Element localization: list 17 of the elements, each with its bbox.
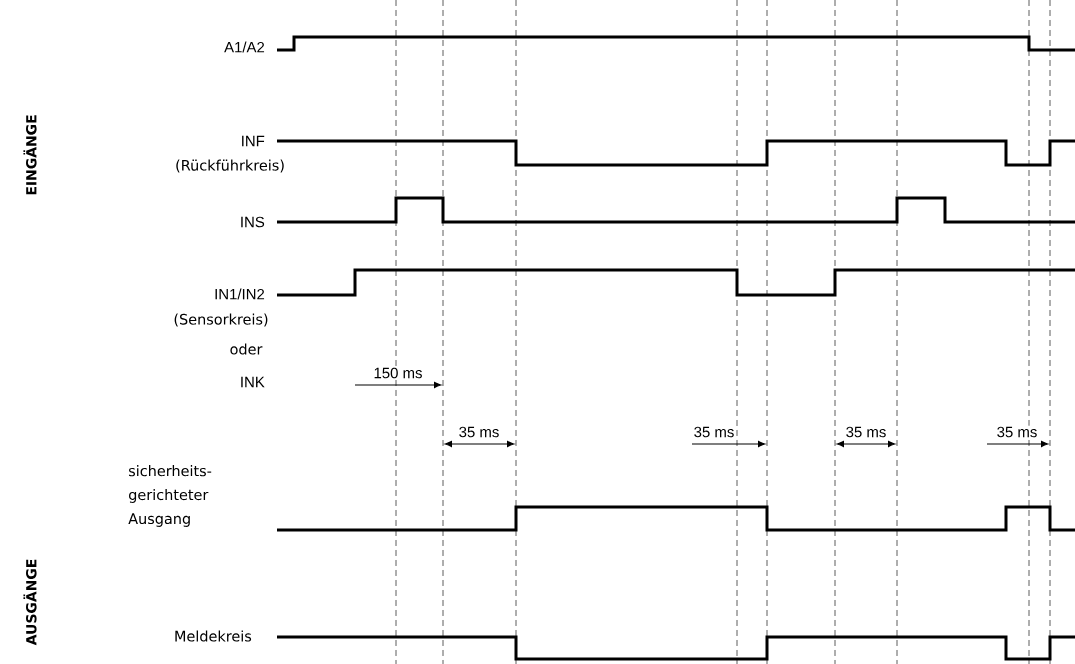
dimension-label: 35 ms xyxy=(995,425,1039,439)
section-heading: AUSGÄNGE xyxy=(22,557,38,647)
signal-note: (Rückführkreis) xyxy=(174,158,286,174)
signal-name: INS xyxy=(238,215,266,229)
dimension-label: 35 ms xyxy=(692,425,736,439)
dimension-label: 35 ms xyxy=(844,425,888,439)
signal-note: (Sensorkreis) xyxy=(172,312,270,328)
signal-name: IN1/IN2 xyxy=(213,287,266,301)
signal-name: sicherheits- gerichteter Ausgang xyxy=(127,464,228,528)
dimension-label: 150 ms xyxy=(372,366,424,380)
signal-note: oder xyxy=(228,342,264,356)
signal-name: A1/A2 xyxy=(223,40,266,54)
signal-name: INF xyxy=(239,134,266,148)
section-heading: EINGÄNGE xyxy=(22,113,38,197)
dimension-label: 35 ms xyxy=(457,425,501,439)
signal-name: Meldekreis xyxy=(172,629,253,643)
signal-name: INK xyxy=(238,375,266,389)
